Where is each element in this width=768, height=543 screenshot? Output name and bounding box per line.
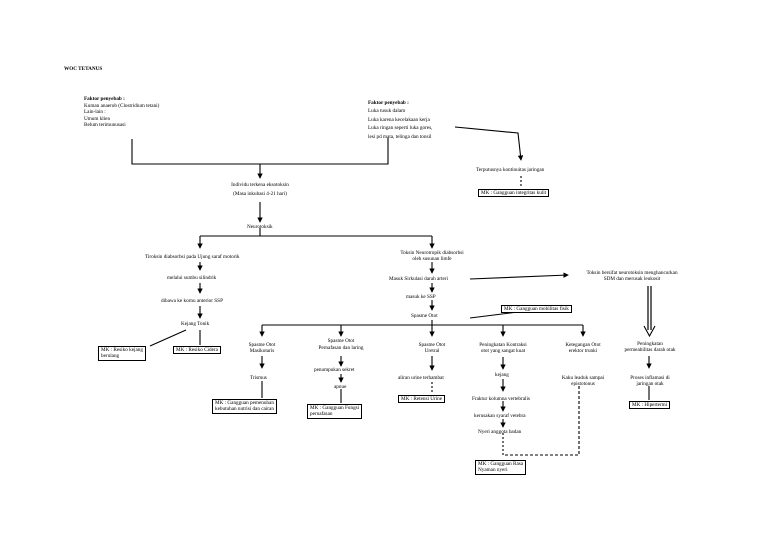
diagnosis-seizure-line: MK : Resiko kejang (101, 347, 143, 353)
cause-right-line: Luka ringan seperti luka gores, (368, 125, 433, 132)
spasm-4-label: Peningkatan Kontraksi (479, 342, 527, 348)
center-step-4: Spasme Otot (411, 313, 438, 319)
spasm-2-label: Pernafasan dan laring (318, 345, 364, 351)
cause-right-heading: Faktor penyebab : (368, 100, 409, 106)
spasm-5-next: Kaku leaduk sampai (561, 375, 605, 381)
spasm-5-next: epistotonus (571, 381, 595, 387)
diagnosis-mobility: MK : Gangguan mobilitas fisik (501, 305, 572, 314)
spasm-1-label: Spasme Otot (248, 342, 276, 348)
diagnosis-pain-line: Nyaman nyeri (478, 467, 508, 474)
cause-right-line: Luka tusuk dalam (368, 108, 406, 115)
spasm-4-next3: kerusakan syaraf vetebra (474, 413, 526, 419)
inflammation-line: jaringan otak (636, 381, 664, 387)
diagnosis-breathing: MK : Gangguan Fungsi pernafasan (307, 404, 363, 419)
spasm-3-next: aliran urine terhambat (398, 375, 444, 381)
spasm-4-next: kejang (495, 372, 509, 378)
left-step-3: dibawa ke kornu anterior SSP (161, 298, 223, 304)
spasm-2-label: Spasme Otot (327, 338, 355, 344)
diagnosis-injury: MK : Resiko Cidera (173, 346, 221, 355)
spasm-2-next: penumpukan sekret (314, 367, 355, 373)
spasm-3-label: Spasme Otot (418, 342, 446, 348)
cause-left-line: Kuman anaerob (Clostridium tetani) (84, 102, 160, 109)
spasm-5-label: Ketegangan Otot (565, 342, 601, 348)
left-step-2: melalui sumbu silindrik (167, 275, 217, 281)
cause-left-line: Umum klien (84, 115, 111, 122)
diagnosis-nutrition-line: kebutuhan nutrisi dan cairan (215, 406, 274, 413)
diagnosis-hyperthermia: MK : Hipertermi (629, 401, 671, 410)
spasm-5-label: erektor trunki (568, 348, 598, 354)
left-step-4: Kejang Tonik (181, 321, 210, 327)
spasm-1-label: Masikotaris (249, 348, 275, 354)
inflammation-line: Proses inflamasi di (630, 375, 670, 381)
spasm-1-next: Trismus (250, 375, 267, 381)
spasm-2-next2: apnue (334, 384, 347, 390)
spasm-3-label: Uretral (424, 348, 440, 354)
center-step-3: masuk ke SSP (406, 294, 436, 300)
center-step-1: Toksin Neurotropik diabsorbsi (400, 250, 464, 256)
right-text-line: Toksin bersifat neurotoksin menghancurka… (586, 270, 678, 276)
page-title: WOC TETANUS (64, 66, 103, 72)
diagnosis-seizure: MK : Resiko kejang berulang (98, 346, 146, 361)
cause-left-block: Faktor penyebab : Kuman anaerob (Clostri… (84, 96, 159, 129)
cause-left-line: Lain-lain : (84, 109, 106, 116)
diagnosis-skin: MK : Gangguan integritas kulit (478, 189, 550, 198)
skin-node: Terputusnya kontinuitas jaringan (476, 167, 545, 173)
diagnosis-breathing-line: pernafasan (310, 411, 333, 418)
center-step-2: Masuk Sirkulasi darah arteri (389, 276, 448, 282)
diagnosis-nutrition: MK : Gangguan pemenuhan kebutuhan nutris… (212, 399, 277, 414)
cause-right-line: lesi pd mata, telinga dan tonsil (368, 133, 432, 140)
diagnosis-pain-line: MK : Gangguan Rasa (478, 461, 524, 467)
permeability-line: permeabilitas darah otak (624, 347, 676, 353)
cause-right-line: Luka karena kecelakaan kerja (368, 116, 430, 123)
diagnosis-urine: MK : Retensi Urine (398, 395, 446, 404)
center-step-1: oleh susunan limfe (412, 256, 452, 262)
cause-left-heading: Faktor penyebab : (84, 96, 125, 102)
spasm-4-next2: Fraktur kolumna vertebralis (472, 396, 530, 402)
right-text-line: SDM dan merusak leukosit (603, 276, 661, 282)
spasm-4-next4: Nyeri anggota badan (478, 429, 522, 435)
individu-line: Individu terkena eksotoksin (231, 182, 289, 188)
permeability-line: Peningkatan (637, 341, 663, 347)
cause-right-block: Faktor penyebab : Luka tusuk dalam Luka … (368, 99, 432, 141)
diagnosis-nutrition-line: MK : Gangguan pemenuhan (215, 400, 274, 406)
left-step-1: Tiroksin diabsorbsi pada Ujung saraf mot… (145, 254, 240, 260)
cause-left-line: Belum terimunusasi (84, 122, 126, 129)
neurotoksin-node: Neurotoksik (247, 224, 273, 230)
diagnosis-breathing-line: MK : Gangguan Fungsi (310, 405, 360, 411)
individu-line: (Masa inkubasi 4-21 hari) (233, 191, 287, 197)
diagnosis-seizure-line: berulang (101, 353, 120, 360)
diagnosis-pain: MK : Gangguan Rasa Nyaman nyeri (475, 460, 527, 475)
spasm-4-label: otot yang sangat kuat (480, 348, 526, 354)
